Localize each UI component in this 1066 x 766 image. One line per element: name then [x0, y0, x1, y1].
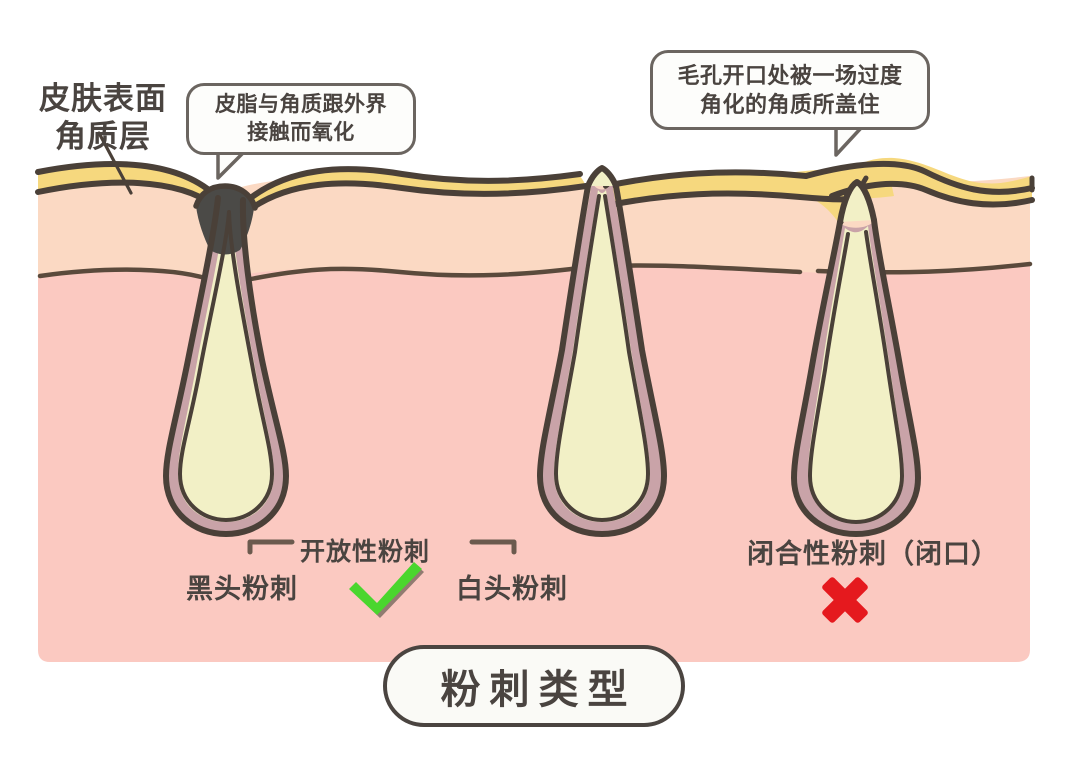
label-whitehead: 白头粉刺 — [456, 574, 568, 604]
cross-mark-icon — [822, 577, 868, 623]
label-blackhead: 黑头粉刺 — [186, 574, 298, 604]
callout-keratin: 毛孔开口处被一场过度 角化的角质所盖住 — [650, 50, 930, 130]
follicle-closed-comedone — [791, 179, 921, 537]
skin-surface-label: 皮肤表面 角质层 — [39, 81, 167, 154]
callout-oxidation: 皮脂与角质跟外界 接触而氧化 — [186, 83, 416, 155]
label-open-comedone: 开放性粉刺 — [300, 538, 431, 566]
leader-line-icon — [97, 131, 133, 195]
page-title: 粉刺类型 — [440, 668, 637, 712]
label-closed-comedone: 闭合性粉刺（闭口） — [747, 539, 999, 569]
range-bracket-icon — [247, 539, 517, 555]
follicle-blackhead — [163, 183, 289, 537]
title-pill: 粉刺类型 — [383, 645, 685, 727]
follicle-whitehead — [537, 165, 667, 537]
check-mark-icon — [349, 562, 424, 618]
